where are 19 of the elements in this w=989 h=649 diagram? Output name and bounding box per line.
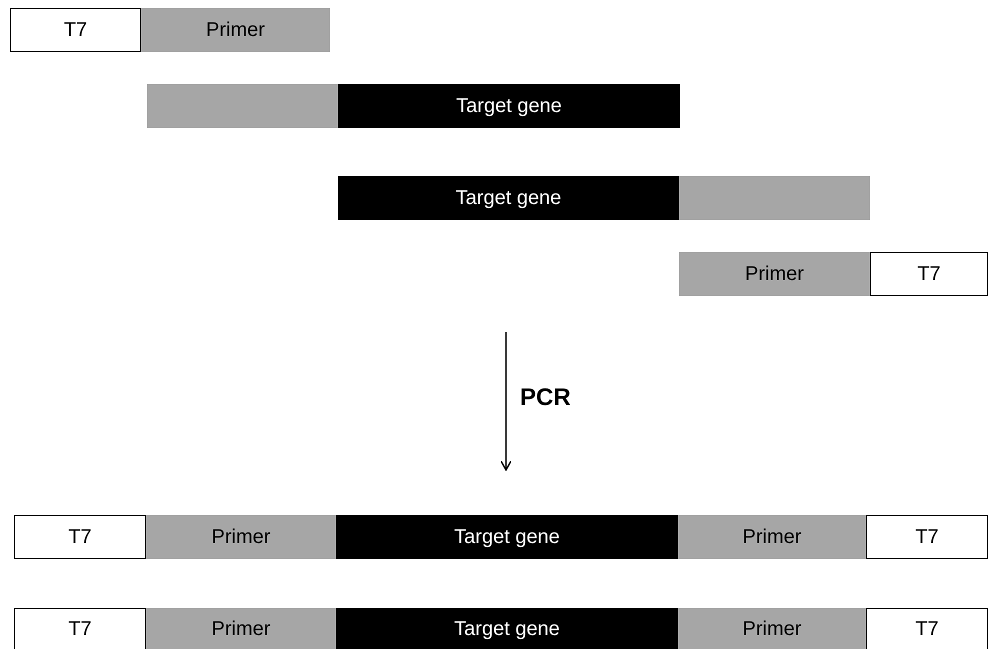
dna-segment: T7 bbox=[870, 252, 988, 296]
dna-segment: T7 bbox=[10, 8, 141, 52]
dna-segment: Target gene bbox=[336, 515, 678, 559]
dna-segment: Primer bbox=[679, 252, 870, 296]
dna-segment: T7 bbox=[866, 608, 988, 649]
dna-segment: Primer bbox=[146, 515, 336, 559]
dna-segment: Target gene bbox=[336, 608, 678, 649]
dna-segment: Primer bbox=[146, 608, 336, 649]
dna-segment: Primer bbox=[141, 8, 330, 52]
dna-segment: T7 bbox=[866, 515, 988, 559]
step-label: PCR bbox=[520, 384, 571, 412]
dna-segment bbox=[679, 176, 870, 220]
dna-segment: T7 bbox=[14, 515, 146, 559]
dna-segment: Target gene bbox=[338, 84, 680, 128]
dna-segment: Primer bbox=[678, 515, 866, 559]
dna-segment: Target gene bbox=[338, 176, 679, 220]
dna-segment: T7 bbox=[14, 608, 146, 649]
dna-segment bbox=[147, 84, 338, 128]
dna-segment: Primer bbox=[678, 608, 866, 649]
